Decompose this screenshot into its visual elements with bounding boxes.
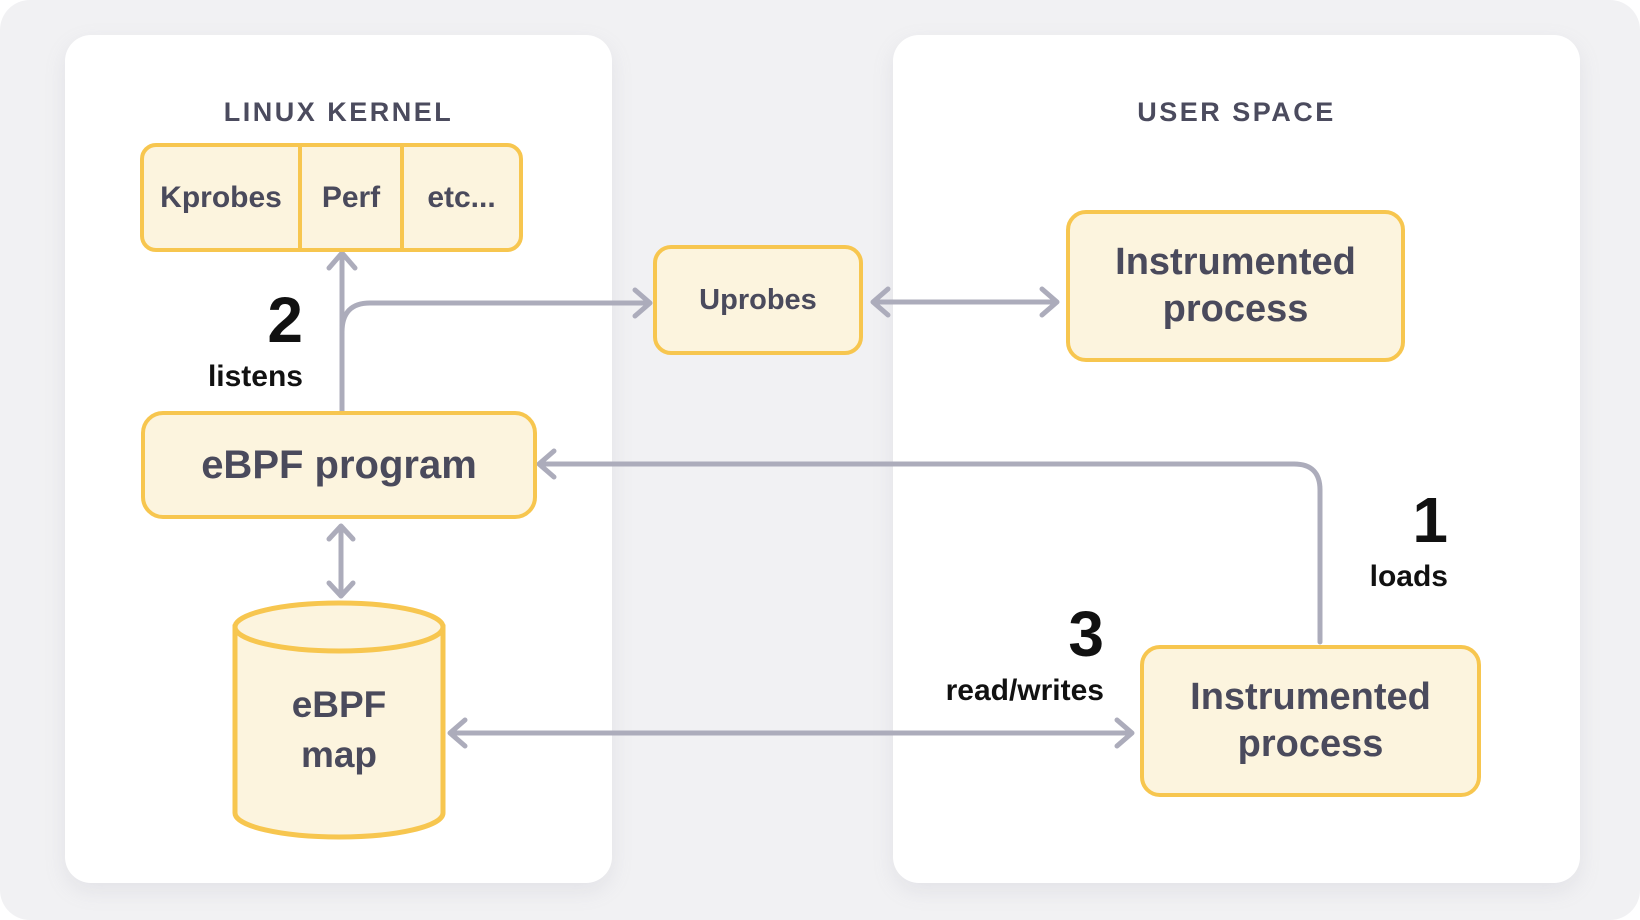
kprobes-cell: Kprobes	[160, 180, 282, 214]
arrow-left-head-icon	[870, 286, 891, 318]
step-label: read/writes	[945, 674, 1104, 707]
ebpf-map-label: eBPF map	[235, 680, 443, 780]
instrumented-process-top-node: Instrumented process	[1066, 210, 1405, 362]
ebpf-map-label-line1: eBPF	[291, 684, 387, 725]
step-number: 2	[267, 284, 303, 356]
uprobes-node: Uprobes	[653, 245, 863, 355]
perf-cell: Perf	[298, 147, 400, 248]
kernel-probes-box: Kprobes Perf etc...	[140, 143, 523, 252]
step-1-loads: 1 loads	[1228, 484, 1448, 593]
etc-cell: etc...	[400, 147, 519, 248]
user-space-title: USER SPACE	[1137, 97, 1336, 127]
linux-kernel-title: LINUX KERNEL	[223, 97, 454, 127]
step-number: 3	[1068, 598, 1104, 670]
arrow-right-head-icon	[632, 287, 653, 319]
ebpf-map-label-line2: map	[300, 734, 378, 775]
step-label: loads	[1369, 560, 1448, 593]
step-number: 1	[1412, 484, 1448, 556]
step-label: listens	[207, 360, 303, 393]
instrumented-process-bottom-node: Instrumented process	[1140, 645, 1481, 797]
step-2-listens: 2 listens	[83, 284, 303, 393]
ebpf-program-node: eBPF program	[141, 411, 537, 519]
step-3-read-writes: 3 read/writes	[884, 598, 1104, 707]
